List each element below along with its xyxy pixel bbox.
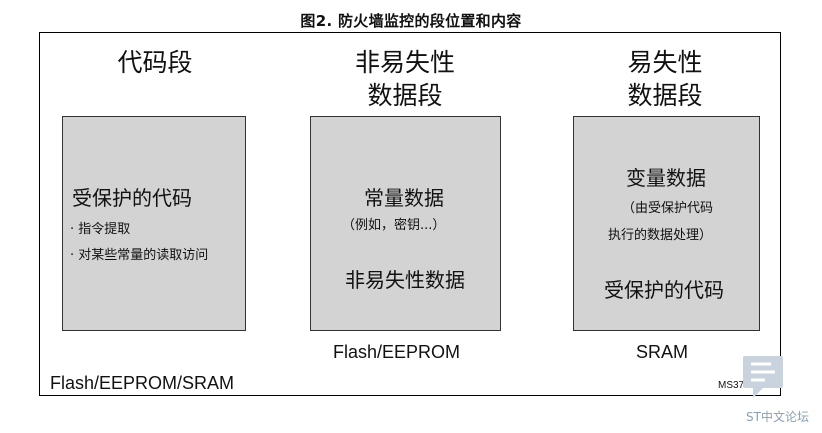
nv-title-line-1: 非易失性 bbox=[354, 48, 455, 77]
nv-box-footer: 非易失性数据 bbox=[345, 268, 465, 292]
nv-box-note: （例如，密钥...） bbox=[342, 218, 446, 233]
code-segment-box bbox=[62, 116, 246, 331]
volatile-title-line-1: 易失性 bbox=[627, 48, 703, 77]
bullet-text: 对某些常量的读取访问 bbox=[78, 248, 209, 263]
nv-box-heading: 常量数据 bbox=[364, 186, 444, 210]
bottom-memory-label: Flash/EEPROM/SRAM bbox=[50, 373, 235, 393]
code-segment-title-line: 代码段 bbox=[117, 48, 193, 77]
volatile-title-line-2: 数据段 bbox=[627, 81, 703, 110]
code-segment-title: 代码段 bbox=[105, 46, 205, 79]
volatile-box-footer: 受保护的代码 bbox=[604, 278, 724, 302]
volatile-data-segment-box bbox=[573, 116, 760, 331]
volatile-box-note-line: （由受保护代码 bbox=[622, 201, 714, 216]
nv-data-segment-title: 非易失性 数据段 bbox=[340, 46, 470, 112]
speech-bubble-logo-icon bbox=[743, 356, 783, 398]
volatile-box-note-line: 执行的数据处理） bbox=[608, 228, 713, 243]
figure-title: 图2. 防火墙监控的段位置和内容 bbox=[300, 12, 522, 30]
bullet-text: 指令提取 bbox=[78, 222, 131, 237]
watermark-text: ST中文论坛 bbox=[746, 410, 809, 424]
nv-memory-label: Flash/EEPROM bbox=[333, 342, 461, 362]
volatile-box-heading: 变量数据 bbox=[626, 166, 706, 190]
volatile-memory-label: SRAM bbox=[636, 342, 689, 362]
code-box-bullet: · 指令提取 bbox=[70, 218, 130, 237]
nv-data-segment-box bbox=[310, 116, 501, 331]
volatile-data-segment-title: 易失性 数据段 bbox=[610, 46, 720, 112]
code-box-heading: 受保护的代码 bbox=[72, 186, 192, 210]
bullet-dot: · bbox=[70, 222, 75, 237]
bullet-dot: · bbox=[70, 248, 75, 263]
code-box-bullet: · 对某些常量的读取访问 bbox=[70, 244, 208, 263]
figure-frame bbox=[39, 32, 781, 396]
nv-title-line-2: 数据段 bbox=[367, 81, 443, 110]
